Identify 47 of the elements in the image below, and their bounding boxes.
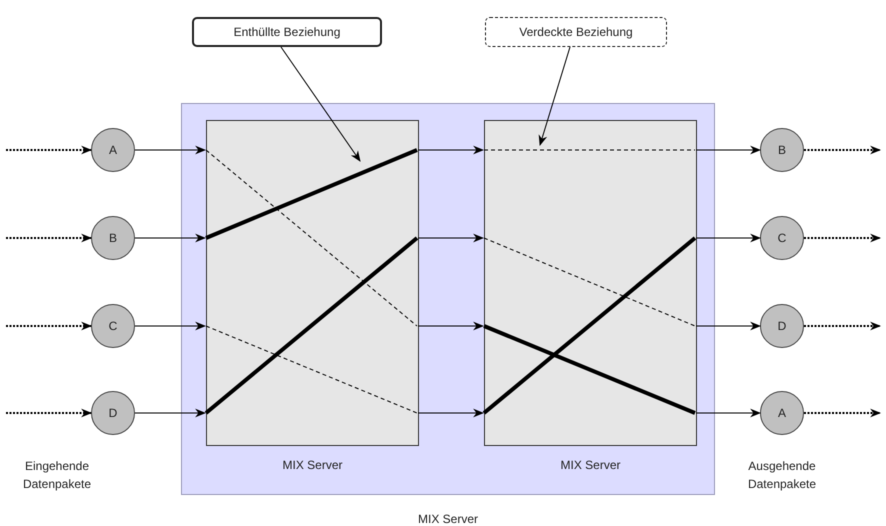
leader-line [280,46,361,162]
arrow [804,234,882,242]
packet-circle [760,391,804,435]
arrow [6,146,92,154]
packet-circle [91,216,135,260]
leader-line [538,46,570,146]
packet-circle [91,304,135,348]
packet-circle [760,216,804,260]
packet-circle [760,128,804,172]
arrow [134,322,206,330]
packet-circle [91,391,135,435]
packet-letter: B [109,231,117,245]
arrow [134,234,206,242]
packet-letter: C [778,231,786,245]
caption-text: Ausgehende Datenpakete [746,458,818,493]
packet-letter: D [108,406,118,420]
arrow [418,408,484,418]
packet-letter: C [108,319,118,333]
packet-circle [91,128,135,172]
arrow [804,146,882,154]
arrow [696,234,762,242]
arrow [134,408,206,418]
arrow [696,408,762,418]
arrow [418,322,484,330]
arrow [418,234,484,242]
callout-text: Enthüllte Beziehung [234,25,340,39]
arrow [418,146,484,154]
arrow [6,322,92,330]
arrow [804,322,882,330]
packet-circle [760,304,804,348]
server-label: MIX Server [560,458,620,472]
packet-letter: A [109,143,117,157]
callout-box [192,17,382,47]
server-label: MIX Server [418,512,478,526]
arrow [696,322,762,330]
caption-text: Eingehende Datenpakete [22,458,92,493]
packet-letter: A [778,406,786,420]
arrow [6,408,92,418]
packet-letter: B [778,143,786,157]
arrow [6,234,92,242]
callout-box [485,17,667,47]
arrow [696,146,762,154]
arrow [804,408,882,418]
packet-letter: D [778,319,786,333]
callout-text: Verdeckte Beziehung [519,25,633,39]
arrow [134,146,206,154]
server-label: MIX Server [282,458,342,472]
